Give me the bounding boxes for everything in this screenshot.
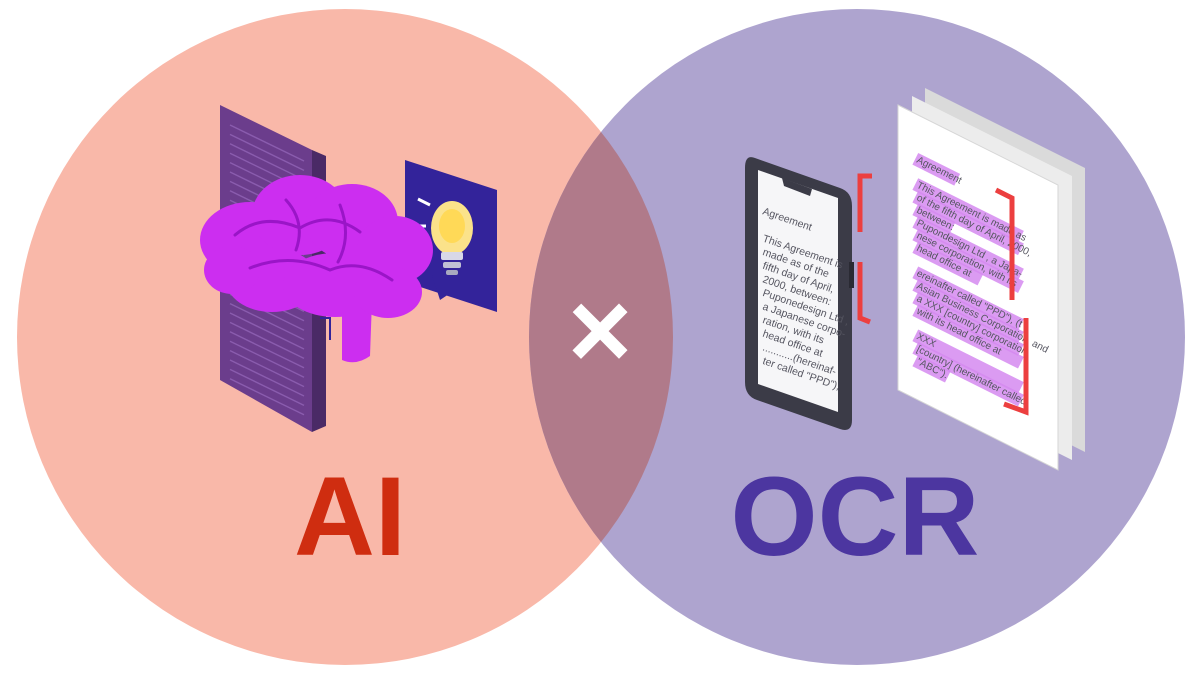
ai-label: AI [294,454,406,579]
ocr-highlight [912,203,956,234]
server-vent-line [229,302,305,341]
brain-lobe [204,246,260,294]
scan-frame-icon [857,173,1029,416]
server-vent-line [229,378,305,416]
ocr-highlight [912,190,1024,256]
ocr-highlight [912,279,1024,344]
ocr-highlight [912,329,1024,394]
ocr-highlight [912,228,1024,293]
server-vent-line [229,359,305,397]
server-vent-line [229,321,305,360]
ocr-highlight [912,342,1024,407]
ai-illustration [200,105,497,432]
ocr-highlight [912,266,1024,331]
server-vent-line [229,368,305,407]
ocr-highlight [912,216,1024,281]
ocr-highlight [912,153,961,186]
server-vent-line [229,349,305,388]
server-vent-line [229,331,305,369]
server-vent-line [229,133,305,172]
multiply-sign: × [568,269,632,392]
ocr-label: OCR [731,454,980,579]
ocr-highlight [912,304,1024,369]
server-vent-line [229,312,305,350]
lightbulb-icon [405,160,497,312]
server-vent-line [229,143,305,181]
brain-icon [200,175,433,363]
server-vent-line [229,124,305,162]
ocr-highlight [912,354,951,383]
ocr-highlight [912,178,1024,243]
brain-lobe [354,266,422,318]
ocr-highlight [912,291,1024,356]
ocr-highlight [912,241,984,286]
server-vent-line [229,340,305,378]
